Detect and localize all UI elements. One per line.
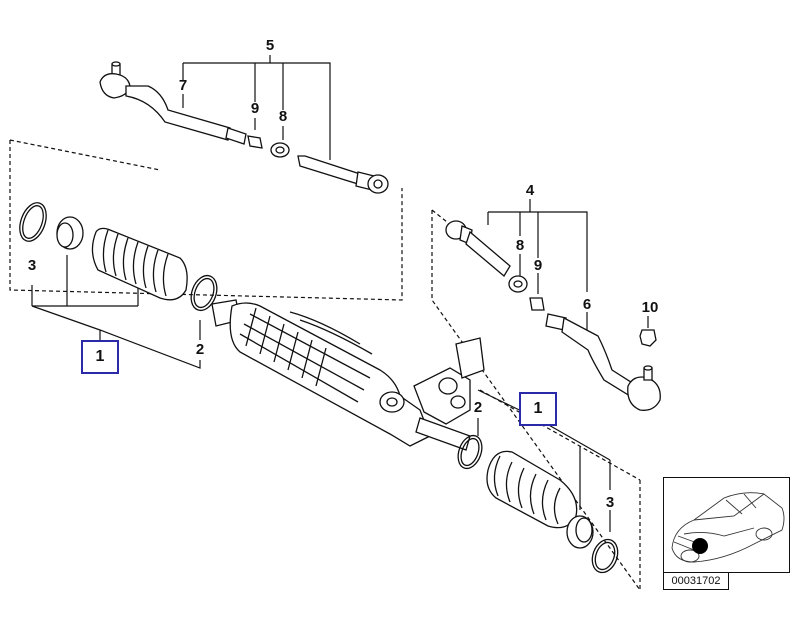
- callout-5: 5: [265, 37, 275, 54]
- clamp-3-left: [19, 202, 47, 242]
- callout-1-right[interactable]: 1: [519, 392, 557, 426]
- callout-2-right: 2: [473, 399, 483, 416]
- callout-4: 4: [525, 182, 535, 199]
- diagram-code: 00031702: [663, 572, 729, 590]
- tie-rod-end-right: [545, 313, 661, 411]
- inner-tie-rod-left: [297, 155, 389, 194]
- vehicle-location-thumbnail: [663, 477, 790, 573]
- leader-5: [183, 62, 331, 160]
- callout-8-right: 8: [515, 237, 525, 254]
- leader-4: [488, 211, 588, 292]
- car-outline-icon: [671, 492, 785, 563]
- steering-rack-housing: [211, 299, 485, 451]
- inner-tie-rod-right: [445, 220, 511, 277]
- tie-rod-end-left: [99, 61, 247, 145]
- callout-8-left: 8: [278, 108, 288, 125]
- clamp-2-left: [190, 274, 218, 312]
- clamp-3-right: [591, 538, 619, 574]
- bushing-left: [56, 216, 84, 250]
- bellows-boot-left: [91, 227, 188, 301]
- callout-1-left[interactable]: 1: [81, 340, 119, 374]
- right-boot-dashed-frame: [431, 210, 641, 591]
- nut-9-left: [247, 135, 263, 149]
- nut-9-right: [529, 297, 545, 311]
- callout-9-left: 9: [250, 100, 260, 117]
- lock-nut-8-left: [270, 142, 290, 158]
- callout-3-left: 3: [27, 257, 37, 274]
- callout-9-right: 9: [533, 257, 543, 274]
- clamp-2-right: [457, 434, 483, 470]
- callout-10: 10: [641, 299, 659, 316]
- callout-2-left: 2: [195, 341, 205, 358]
- left-boot-dashed-frame: [9, 140, 403, 301]
- callout-7: 7: [178, 77, 188, 94]
- bellows-boot-right: [486, 450, 578, 529]
- nut-10: [639, 329, 657, 347]
- callout-3-right: 3: [605, 494, 615, 511]
- bushing-right: [566, 515, 594, 549]
- callout-6: 6: [582, 296, 592, 313]
- lock-nut-8-right: [508, 275, 528, 293]
